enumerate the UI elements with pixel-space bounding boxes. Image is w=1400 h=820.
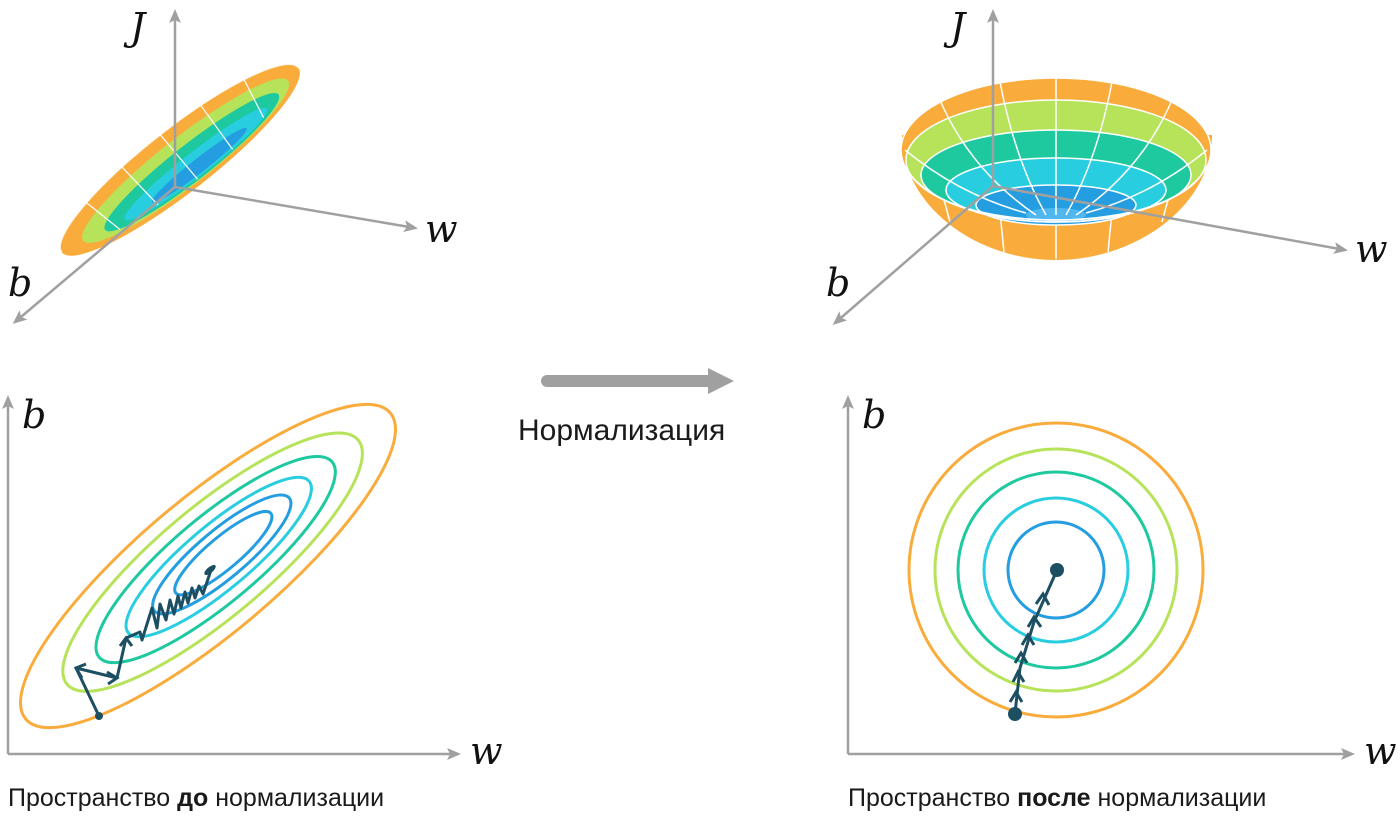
path-arrow: [1013, 650, 1029, 664]
axis-w: [992, 184, 1348, 254]
path-arrow: [118, 635, 134, 647]
path-arrow: [1026, 614, 1043, 628]
axis-j-label: J: [943, 5, 967, 49]
axis-b: [12, 186, 176, 324]
caption-before: Пространство до нормализации: [8, 784, 384, 813]
path-arrow: [73, 662, 87, 679]
surface-before-normalization: J w b: [8, 5, 458, 324]
path-arrow: [1008, 689, 1024, 703]
caption-before-bold: до: [177, 784, 209, 812]
contours-after-normalization: b w: [842, 393, 1397, 773]
surface-after-normalization: J w b: [826, 5, 1388, 325]
gradient-path-zigzag: [74, 569, 213, 717]
path-arrow: [1034, 591, 1051, 606]
caption-after: Пространство после нормализации: [848, 784, 1266, 813]
contour-cyan: [124, 475, 313, 639]
contour-blue: [1006, 520, 1106, 620]
path-start-point: [95, 712, 103, 720]
caption-after-suffix: нормализации: [1090, 784, 1267, 812]
axis-w: [174, 185, 418, 233]
contour-light-green: [61, 431, 364, 693]
axis-w-label: w: [1355, 227, 1388, 271]
caption-before-suffix: нормализации: [208, 784, 385, 812]
caption-after-prefix: Пространство: [848, 784, 1018, 812]
contour-cyan: [982, 496, 1130, 644]
contour-green: [956, 470, 1156, 670]
axis-b: [832, 185, 994, 325]
path-arrow: [106, 670, 120, 686]
path-start-point: [1008, 707, 1022, 721]
contour-light-green: [933, 447, 1179, 693]
axis-j-label: J: [123, 5, 147, 49]
contour-orange: [19, 402, 397, 730]
path-arrow: [1011, 668, 1026, 683]
axis-w-label: w: [425, 207, 458, 251]
axis-w-label: w: [1364, 729, 1397, 773]
contour-blue: [151, 493, 293, 616]
axis-w-label: w: [470, 729, 503, 773]
caption-before-prefix: Пространство: [8, 784, 178, 812]
contours-before-normalization: b w: [1, 393, 503, 773]
caption-after-bold: после: [1017, 784, 1091, 812]
axis-b-label: b: [22, 393, 46, 437]
axis-b-label: b: [8, 261, 32, 305]
path-end-point: [1050, 563, 1064, 577]
contour-blue-inner: [173, 509, 274, 597]
contour-green: [94, 454, 337, 665]
path-end-point: [204, 564, 216, 576]
normalization-arrow: [541, 368, 734, 394]
path-arrow: [1020, 632, 1036, 646]
axis-b-label: b: [826, 261, 850, 305]
contour-orange: [907, 421, 1205, 719]
normalization-label: Нормализация: [518, 414, 726, 447]
axis-b-label: b: [862, 393, 886, 437]
